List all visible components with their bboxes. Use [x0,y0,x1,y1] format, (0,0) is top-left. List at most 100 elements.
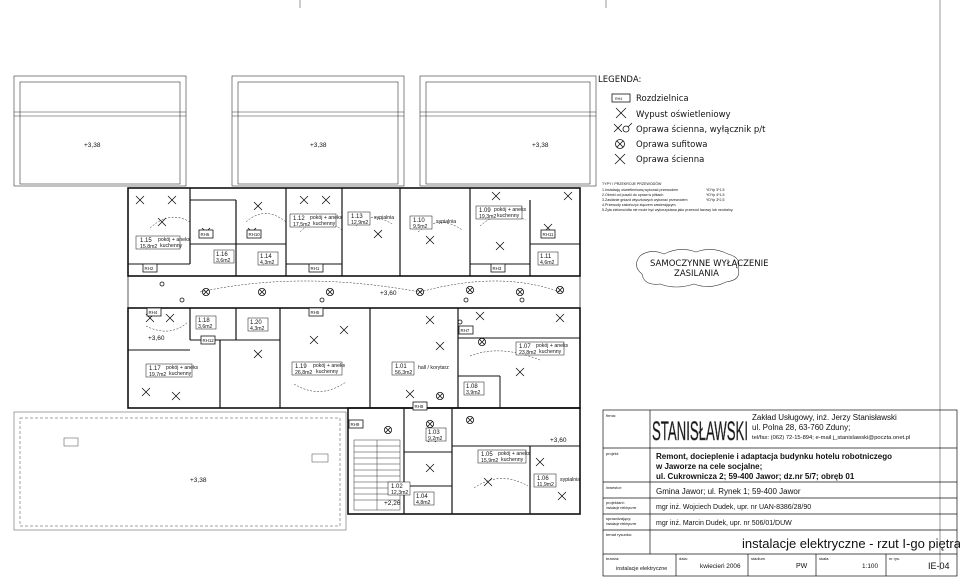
room-1-18-number: 1.18 [198,318,210,324]
project-line-3: ul. Cukrownicza 2; 59-400 Jawor; dz.nr 5… [656,472,855,481]
balcony-bottom [13,411,347,531]
light-outlet-icon [491,191,501,201]
room-1-01-number: 1.01 [395,364,407,370]
room-1-04-number: 1.04 [416,494,428,500]
room-1-14-number: 1.14 [260,254,272,260]
type-3: 3.Zasilanie gniazd wtyczkowych wykonać p… [602,198,688,202]
light-outlet-icon [299,195,309,205]
light-outlet-icon [495,241,505,251]
x-mark-icon [614,153,626,165]
room-1-20-number: 1.20 [250,320,262,326]
ceiling-lamp-icon [556,285,565,294]
light-outlet-icon [141,387,151,397]
type-1: 1.Instalację oświetleniową wykonać przew… [602,188,678,192]
light-outlet-icon [535,457,545,467]
room-1-12-name2: kuchenny [313,221,336,227]
note-line-1: SAMOCZYNNE WYŁĄCZENIE [650,259,769,269]
light-outlet-icon [253,201,263,211]
wiring-lines [145,213,561,489]
light-outlet-icon [483,477,493,487]
type-5: 5.Żyła zielonożółta nie może być wykorzy… [602,207,733,212]
light-outlet-icon [405,389,415,399]
room-1-09-number: 1.09 [479,208,491,214]
light-outlet-icon [373,229,383,239]
project-line-1: Remont, docieplenie i adaptacja budynku … [656,452,892,461]
room-1-15-number: 1.15 [140,238,152,244]
room-1-05-name2: kuchenny [501,457,524,463]
room-1-20-area: 4,3m2 [250,326,265,332]
room-1-12-area: 17,5m2 [293,222,310,228]
room-1-09-name: pokój + aneks [494,207,527,213]
room-1-05-number: 1.05 [481,452,493,458]
legend-item-wall: Oprawa ścienna [636,154,704,165]
socket-icon [159,281,165,287]
panel-label: RH2 [145,266,154,271]
room-1-10-area: 9,5m2 [413,224,428,230]
ceiling-lamp-icon [257,287,266,296]
light-outlet-icon [253,349,263,359]
designer-sub: instalacje elektryczne [606,506,637,510]
room-1-13-number: 1.13 [351,214,363,220]
room-1-02-area: 12,3m2 [391,490,408,496]
room-1-05-area: 15,9m2 [481,458,498,464]
panel-label: RH7 [461,328,470,333]
room-1-12-name: pokój + aneks [310,215,343,221]
ceiling-lamp-icon [435,391,444,400]
panel-label: RH12 [203,338,215,343]
distribution-panel: RH1 [308,263,324,273]
light-outlet-icon [339,325,349,335]
room-1-01-area: 56,3m2 [395,370,412,376]
socket-icon [457,319,463,325]
room-1-09-name2: kuchenny [497,213,520,219]
legend-item-outlet: Wypust oświetleniowy [636,109,731,120]
firm-logo: STANISŁAWSKI [652,416,748,446]
investor: Gmina Jawor; ul. Rynek 1; 59-400 Jawor [656,487,801,496]
branch: instalacje elektryczne [616,566,667,572]
room-1-03-number: 1.03 [428,430,440,436]
type-3-code: YDYp 3*2,5 [706,198,725,202]
investor-label: inwestor: [606,485,622,490]
room-1-16-area: 3,6m2 [216,258,231,264]
circle-x-icon [615,139,625,149]
drawing-label: temat rysunku: [606,532,632,537]
type-2-code: YDYp 4*1,5 [706,193,725,197]
light-outlet-icon [157,217,167,227]
room-1-17-name2: kuchenny [169,371,192,377]
room-1-19-name2: kuchenny [316,369,339,375]
ceiling-lamp-icon [325,287,334,296]
light-outlet-icon [555,313,565,323]
sheet-number: IE-04 [928,561,950,571]
light-outlet-icon [171,391,181,401]
checker-sub: instalacje elektryczne [606,522,637,526]
ceiling-lamp-icon [415,287,424,296]
ceiling-lamp-icon [201,287,210,296]
project-line-2: w Jaworze na cele socjalne; [655,462,762,471]
distribution-panel: RH9 [348,419,364,429]
room-1-08-number: 1.08 [466,384,478,390]
panel-label: RH1 [311,266,320,271]
elevation-bottom-left: +3,38 [190,477,207,484]
legend: LEGENDA: RH4 Rozdzielnica Wypust oświetl… [598,75,769,288]
legend-item-ceiling: Oprawa sufitowa [636,140,708,150]
room-1-14-area: 4,3m2 [260,260,275,266]
distribution-panel: RH11 [540,229,556,239]
light-outlet-icon [135,195,145,205]
date: kwiecień 2006 [700,563,741,570]
room-1-08-area: 3,9m2 [466,390,481,396]
room-1-06-name: sypialnia [560,477,580,483]
legend-title: LEGENDA: [598,75,641,85]
distribution-panel: RH4 [146,307,162,317]
elevation-left-room: +3,60 [148,335,165,342]
light-outlet-icon [475,311,485,321]
panel-label: RH6 [201,232,210,237]
distribution-panel: RH2 [142,263,158,273]
room-1-18-area: 3,6m2 [198,324,213,330]
room-1-17-name: pokój + aneks [166,365,199,371]
type-1-code: YDYp 3*1,5 [706,188,725,192]
room-1-11-number: 1.11 [540,254,552,260]
legend-item-panel: Rozdzielnica [636,94,689,104]
firm-label: firma: [606,413,616,418]
light-outlet-icon [425,315,435,325]
stage-label: stadium [751,556,766,561]
stage: PW [796,563,808,570]
